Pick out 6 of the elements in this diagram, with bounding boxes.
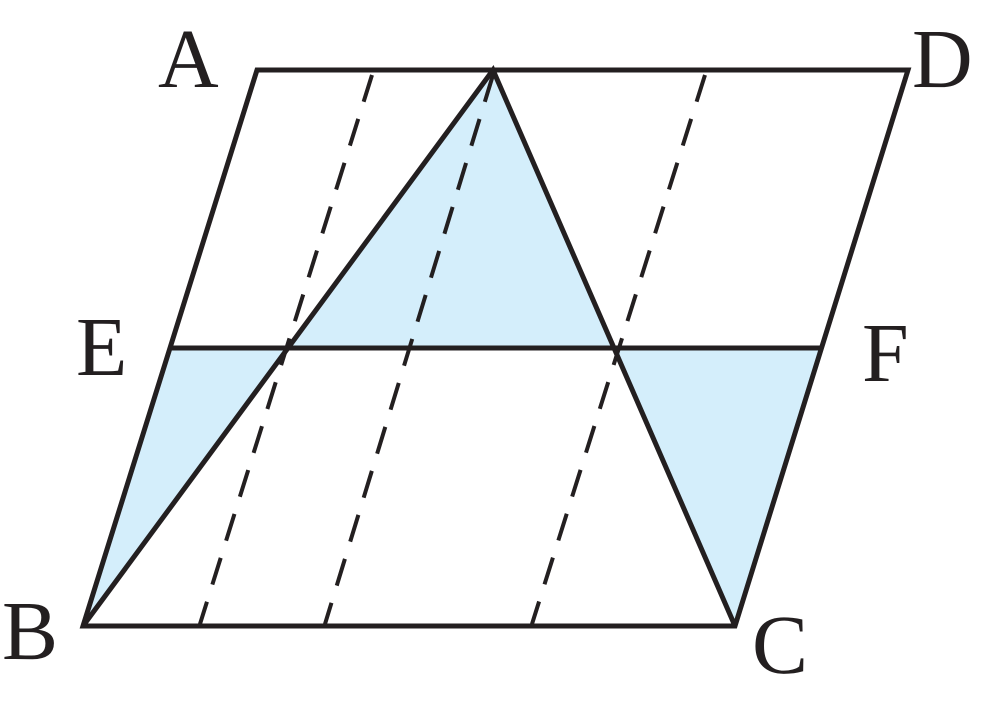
point-label: F bbox=[862, 312, 909, 396]
point-label: B bbox=[2, 590, 58, 674]
point-label: A bbox=[158, 18, 219, 102]
point-label: C bbox=[752, 604, 808, 688]
point-label: E bbox=[76, 306, 128, 390]
point-label: D bbox=[912, 18, 973, 102]
